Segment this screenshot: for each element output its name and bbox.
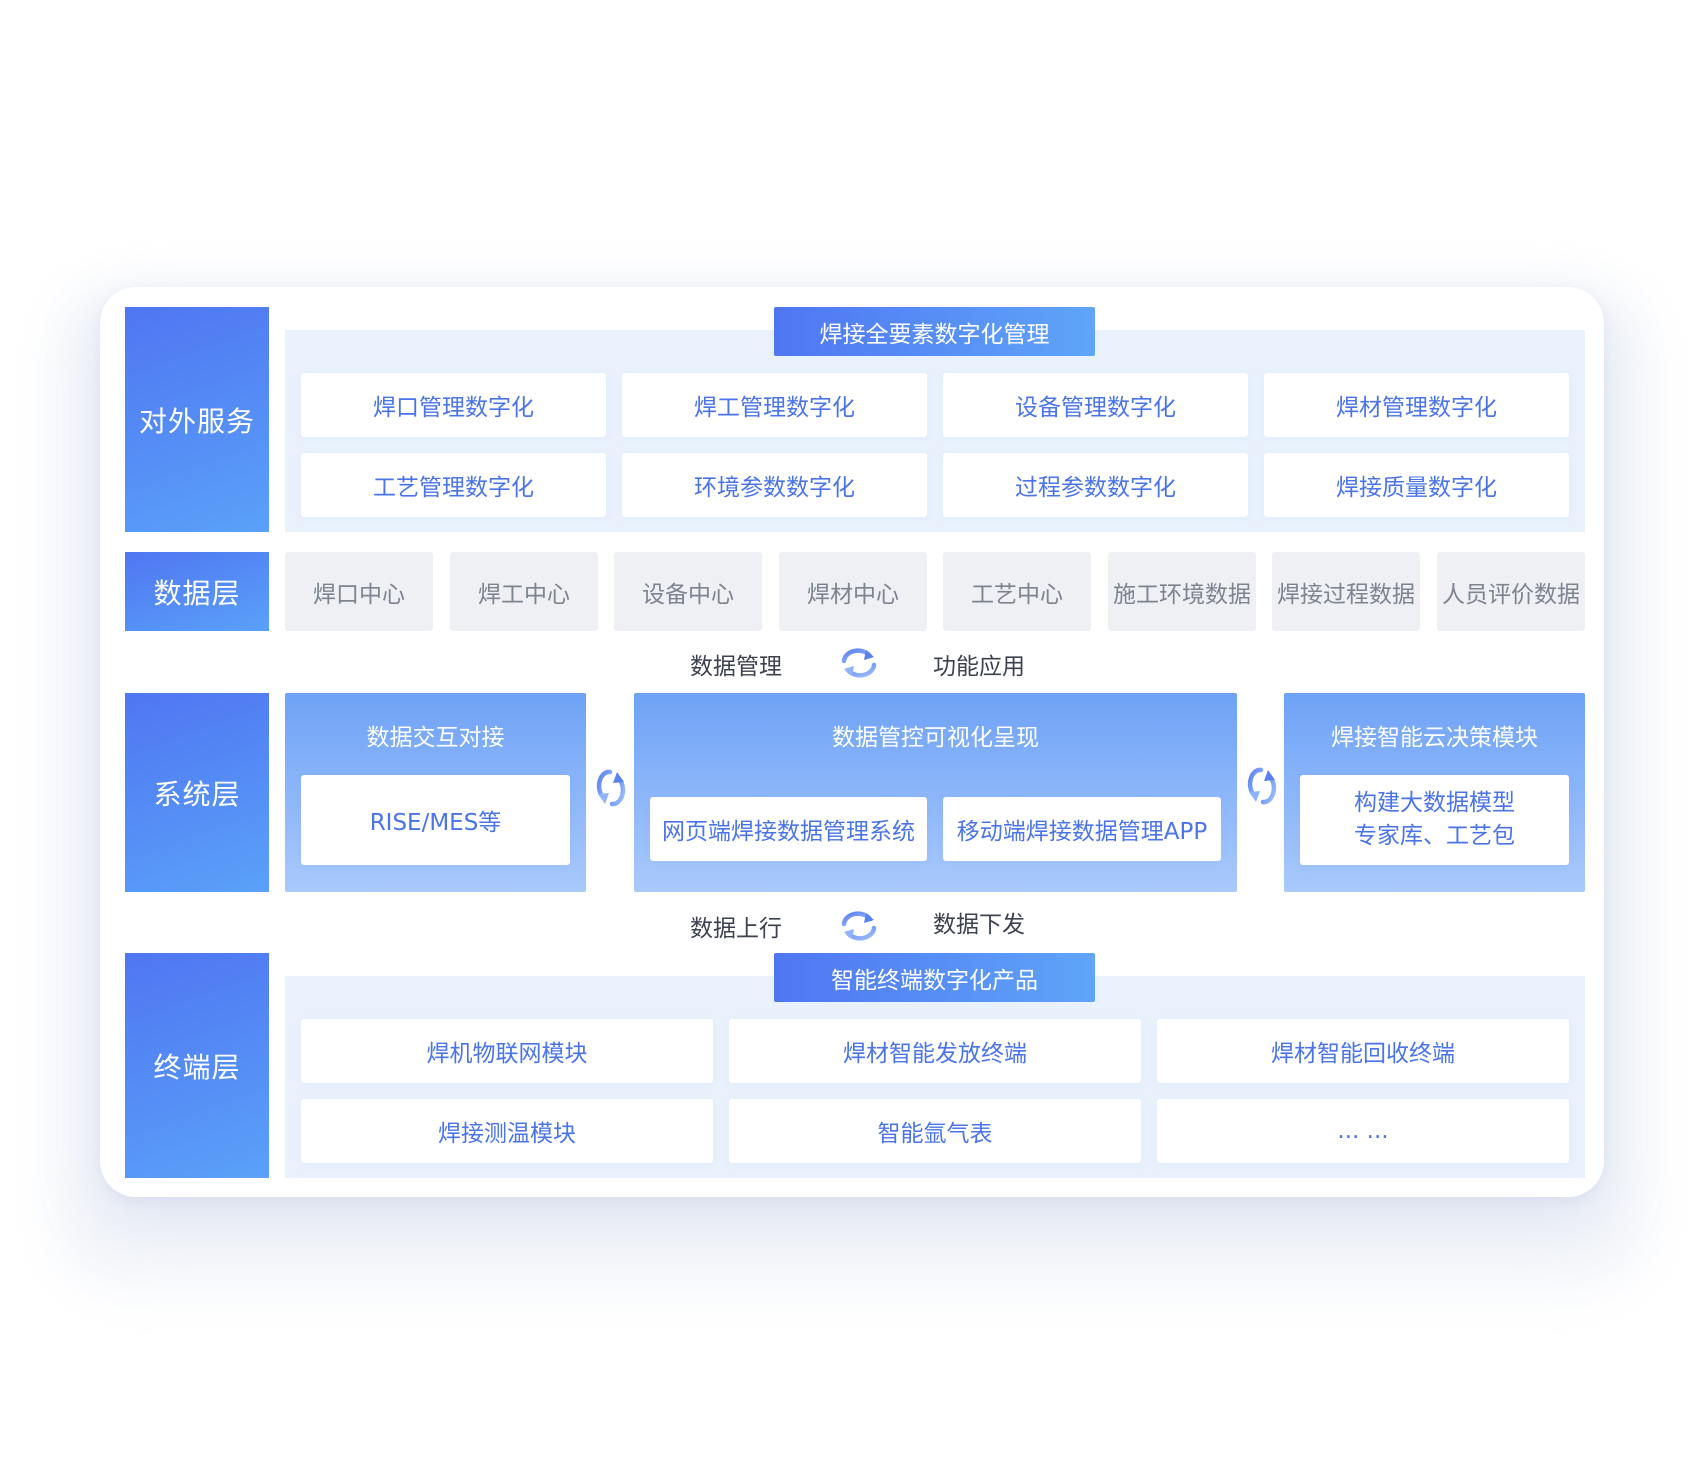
terminal-item: 焊材智能回收终端	[1157, 1019, 1569, 1083]
sync-arrows-icon	[841, 911, 877, 941]
flow-label-function-app: 功能应用	[933, 654, 1025, 680]
layer-label-terminal: 终端层	[125, 953, 269, 1178]
data-center-item: 设备中心	[614, 552, 762, 631]
terminal-item: 焊机物联网模块	[301, 1019, 713, 1083]
layer-label-external: 对外服务	[125, 307, 269, 532]
terminal-item: 焊接测温模块	[301, 1099, 713, 1163]
external-item: 焊口管理数字化	[301, 373, 606, 437]
external-item: 工艺管理数字化	[301, 453, 606, 517]
data-center-item: 施工环境数据	[1108, 552, 1256, 631]
layer-label-data: 数据层	[125, 552, 269, 631]
flow-label-data-downstream: 数据下发	[933, 912, 1025, 938]
terminal-banner: 智能终端数字化产品	[774, 953, 1095, 1002]
flow-label-data-management: 数据管理	[690, 654, 782, 680]
flow-label-data-upstream: 数据上行	[690, 916, 782, 942]
sync-arrows-icon	[1247, 767, 1277, 805]
data-center-item: 人员评价数据	[1437, 552, 1585, 631]
layer-label-system: 系统层	[125, 693, 269, 892]
system-item-web: 网页端焊接数据管理系统	[650, 797, 927, 861]
system-title-decision: 焊接智能云决策模块	[1331, 725, 1538, 751]
terminal-item: 智能氩气表	[729, 1099, 1141, 1163]
external-item: 环境参数数字化	[622, 453, 927, 517]
system-item-rise-mes: RISE/MES等	[301, 775, 570, 865]
external-item: 设备管理数字化	[943, 373, 1248, 437]
system-title-exchange: 数据交互对接	[366, 725, 505, 751]
data-center-item: 工艺中心	[943, 552, 1091, 631]
sync-arrows-icon	[841, 648, 877, 678]
data-center-item: 焊材中心	[779, 552, 927, 631]
system-item-mobile: 移动端焊接数据管理APP	[943, 797, 1221, 861]
terminal-item: ... ...	[1157, 1099, 1569, 1163]
external-item: 焊接质量数字化	[1264, 453, 1569, 517]
external-banner: 焊接全要素数字化管理	[774, 307, 1095, 356]
data-center-item: 焊口中心	[285, 552, 433, 631]
data-center-item: 焊接过程数据	[1272, 552, 1420, 631]
sync-arrows-icon	[596, 769, 626, 807]
terminal-item: 焊材智能发放终端	[729, 1019, 1141, 1083]
data-center-item: 焊工中心	[450, 552, 598, 631]
external-item: 焊材管理数字化	[1264, 373, 1569, 437]
system-title-visualization: 数据管控可视化呈现	[832, 725, 1039, 751]
external-item: 焊工管理数字化	[622, 373, 927, 437]
system-item-big-data-model: 构建大数据模型 专家库、工艺包	[1300, 775, 1569, 865]
external-item: 过程参数数字化	[943, 453, 1248, 517]
